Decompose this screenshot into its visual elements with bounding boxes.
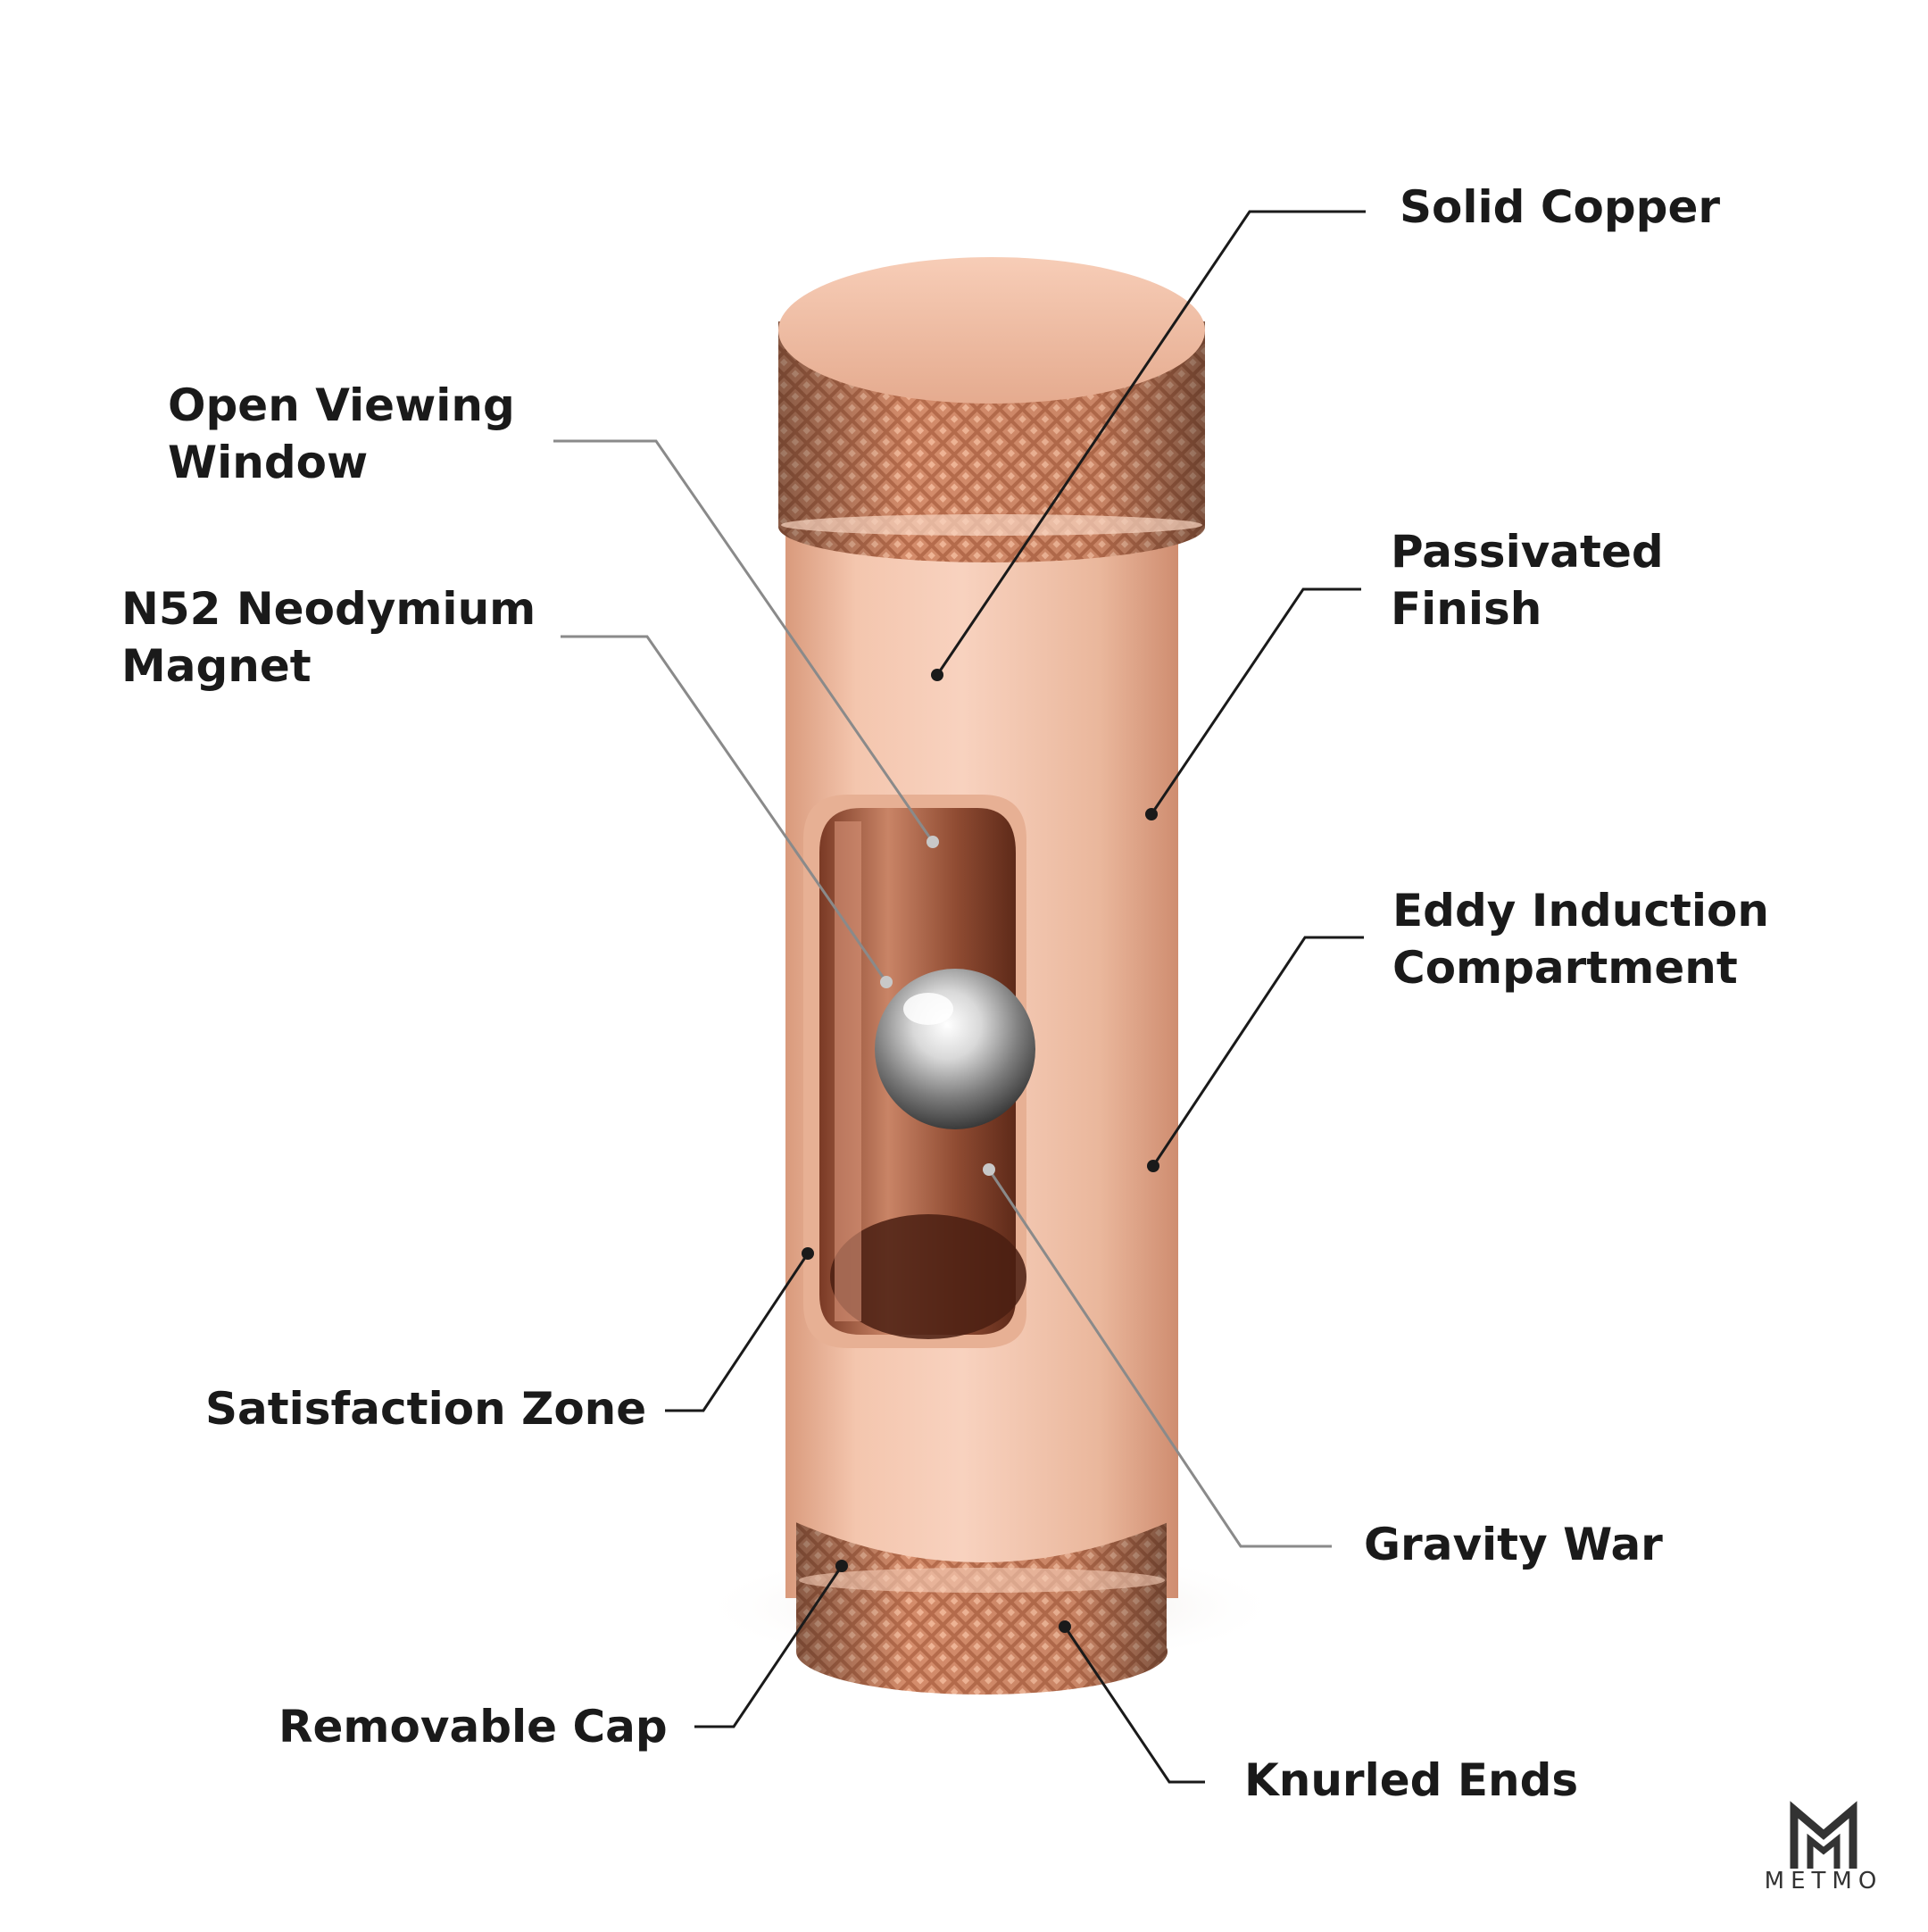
leader-dot-solid-copper [931,669,943,681]
label-removable-cap: Removable Cap [278,1698,668,1755]
leader-line-knurled-ends [1063,1626,1205,1784]
knurled-ends-line-1: Knurled Ends [1244,1754,1579,1806]
leader-dot-knurled-ends [1059,1620,1071,1633]
leader-line-removable-cap [694,1565,844,1728]
eddy-induction-line-2: Compartment [1392,942,1738,994]
passivated-finish-line-1: Passivated [1391,526,1664,578]
satisfaction-zone-line-1: Satisfaction Zone [205,1383,647,1435]
open-viewing-window-line-1: Open Viewing [168,379,515,431]
leader-line-gravity-war [987,1169,1332,1548]
open-viewing-window-line-2: Window [168,437,369,488]
metmo-m-logo-icon [1790,1801,1857,1869]
leader-dot-open-viewing-window [927,836,939,848]
n52-magnet-line-1: N52 Neodymium [121,583,536,635]
top-cap-face [778,257,1205,404]
leader-line-open-viewing-window [553,439,935,843]
leader-dot-removable-cap [835,1560,848,1572]
passivated-finish-line-2: Finish [1391,583,1542,635]
leader-line-solid-copper [935,210,1366,676]
leader-dot-gravity-war [983,1163,995,1176]
leader-lines [553,210,1366,1784]
leader-dot-passivated-finish [1145,808,1158,820]
gravity-war-line-1: Gravity War [1364,1519,1663,1570]
label-solid-copper: Solid Copper [1400,179,1720,236]
label-gravity-war: Gravity War [1364,1516,1663,1573]
leader-dot-satisfaction-zone [802,1247,814,1260]
leader-dot-eddy-induction [1147,1160,1159,1172]
top-knurled-cap [778,257,1205,562]
leader-dot-n52-magnet [880,976,893,988]
label-satisfaction-zone: Satisfaction Zone [205,1380,646,1437]
leader-line-eddy-induction [1151,936,1364,1167]
leader-line-n52-magnet [561,635,888,983]
leader-line-passivated-finish [1150,587,1361,815]
removable-cap-line-1: Removable Cap [278,1701,668,1753]
leader-line-satisfaction-zone [665,1253,810,1412]
brand-name: METMO [1764,1868,1883,1895]
solid-copper-line-1: Solid Copper [1400,181,1721,233]
n52-magnet-line-2: Magnet [121,640,312,692]
label-knurled-ends: Knurled Ends [1244,1752,1578,1809]
eddy-induction-line-1: Eddy Induction [1392,885,1769,937]
magnet-ball [875,969,1035,1129]
